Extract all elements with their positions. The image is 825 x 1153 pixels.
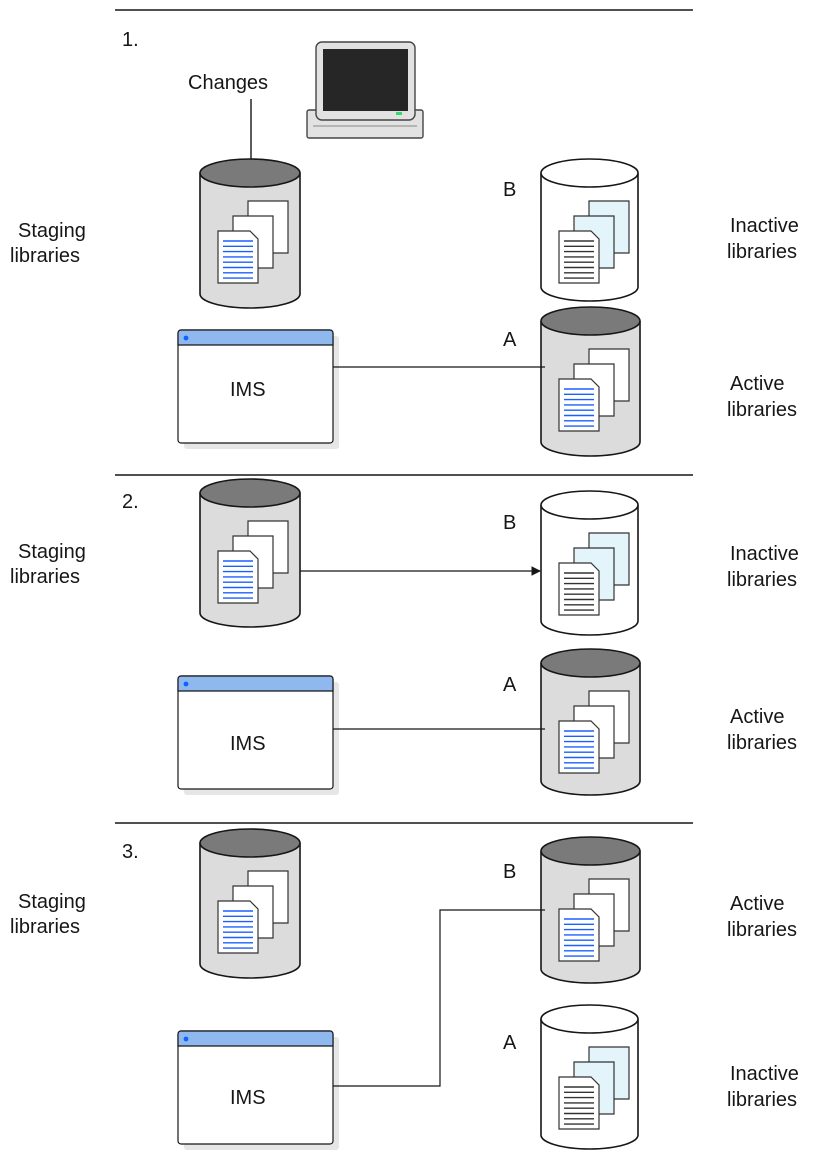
library-b-label-line2: libraries: [727, 919, 797, 941]
library-a-cylinder: [540, 1004, 639, 1150]
document-stack-icon: [558, 878, 630, 962]
document-stack-icon: [558, 532, 630, 616]
document-stack-icon: [217, 200, 289, 284]
document-stack-icon: [558, 348, 630, 432]
library-a-label-line1: Active: [730, 706, 784, 728]
library-b-label-line2: libraries: [727, 569, 797, 591]
staging-label-line2: libraries: [10, 566, 80, 588]
document-stack-icon: [217, 870, 289, 954]
library-b-label-line1: Inactive: [730, 215, 799, 237]
ims-window: [177, 675, 339, 795]
ims-label: IMS: [230, 1087, 266, 1109]
step-number: 1.: [122, 29, 139, 51]
library-b-letter: B: [503, 179, 516, 201]
library-a-cylinder: [540, 648, 641, 796]
staging-label-line1: Staging: [18, 891, 86, 913]
library-b-letter: B: [503, 512, 516, 534]
library-b-cylinder: [540, 836, 641, 984]
panel-2: 2. Staging libraries B Inactive librarie…: [10, 478, 799, 796]
staging-label-line2: libraries: [10, 245, 80, 267]
library-a-letter: A: [503, 1032, 517, 1054]
library-a-label-line2: libraries: [727, 1089, 797, 1111]
staging-label-line1: Staging: [18, 541, 86, 563]
step-number: 2.: [122, 491, 139, 513]
ims-label: IMS: [230, 733, 266, 755]
library-a-letter: A: [503, 674, 517, 696]
ims-window: [177, 1030, 339, 1150]
panel-3: 3. Staging libraries B Active libraries …: [10, 828, 799, 1150]
library-a-label-line1: Inactive: [730, 1063, 799, 1085]
connection-line: [333, 909, 545, 1087]
library-a-label-line2: libraries: [727, 732, 797, 754]
ims-label: IMS: [230, 379, 266, 401]
library-b-label-line2: libraries: [727, 241, 797, 263]
staging-label-line1: Staging: [18, 220, 86, 242]
ims-window: [177, 329, 339, 449]
changes-label: Changes: [188, 72, 268, 94]
document-stack-icon: [558, 200, 630, 284]
library-a-label-line2: libraries: [727, 399, 797, 421]
document-stack-icon: [217, 520, 289, 604]
staging-label-line2: libraries: [10, 916, 80, 938]
library-a-label-line1: Active: [730, 373, 784, 395]
staging-libraries-cylinder: [199, 478, 301, 628]
staging-libraries-cylinder: [199, 828, 301, 979]
step-number: 3.: [122, 841, 139, 863]
monitor-icon: [306, 41, 424, 139]
panel-1: 1. Changes Staging libraries IMS B Inact…: [10, 29, 799, 457]
document-stack-icon: [558, 690, 630, 774]
library-b-cylinder: [540, 158, 639, 302]
library-b-cylinder: [540, 490, 639, 636]
library-b-label-line1: Active: [730, 893, 784, 915]
library-a-letter: A: [503, 329, 517, 351]
document-stack-icon: [558, 1046, 630, 1130]
staging-libraries-cylinder: [199, 158, 301, 309]
library-a-cylinder: [540, 306, 641, 457]
library-b-label-line1: Inactive: [730, 543, 799, 565]
library-b-letter: B: [503, 861, 516, 883]
